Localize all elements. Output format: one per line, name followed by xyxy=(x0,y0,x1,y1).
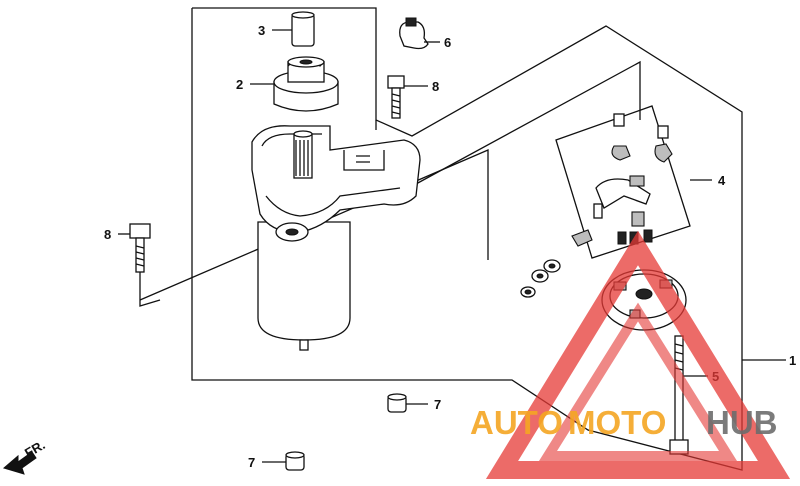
watermark-moto: MOTO xyxy=(568,404,666,441)
callout-1: 1 xyxy=(789,353,796,368)
callout-2: 2 xyxy=(236,77,243,92)
part-4-brush-holder-kit xyxy=(571,113,673,247)
callout-8-upper: 8 xyxy=(432,79,439,94)
callout-3: 3 xyxy=(258,23,265,38)
front-arrow-icon xyxy=(2,451,37,475)
assembly-boundary-lines xyxy=(139,7,743,471)
part-2-pinion-gear xyxy=(273,56,339,112)
watermark-auto: AUTO xyxy=(470,404,563,441)
nuts-and-washers xyxy=(520,259,561,298)
callout-7-upper: 7 xyxy=(434,397,441,412)
callout-7-lower: 7 xyxy=(248,455,255,470)
starter-motor-body xyxy=(251,125,421,351)
part-3-collar xyxy=(291,11,315,47)
automotohub-watermark: AUTO MOTO HUB xyxy=(470,230,791,479)
watermark-hub: HUB xyxy=(706,404,778,441)
callout-6: 6 xyxy=(444,35,451,50)
callout-8-left: 8 xyxy=(104,227,111,242)
watermark-triangle-inner xyxy=(538,302,738,461)
callout-4: 4 xyxy=(718,173,726,188)
part-7-grommet-lower xyxy=(285,451,305,471)
part-6-clip xyxy=(399,17,429,50)
front-direction-indicator: FR. xyxy=(2,437,48,475)
leader-lines xyxy=(118,29,786,463)
part-7-grommet-upper xyxy=(387,393,407,413)
watermark-triangle-outer xyxy=(485,230,791,479)
part-8-bolt-upper xyxy=(387,75,405,119)
part-8-bolt-left xyxy=(129,223,151,273)
